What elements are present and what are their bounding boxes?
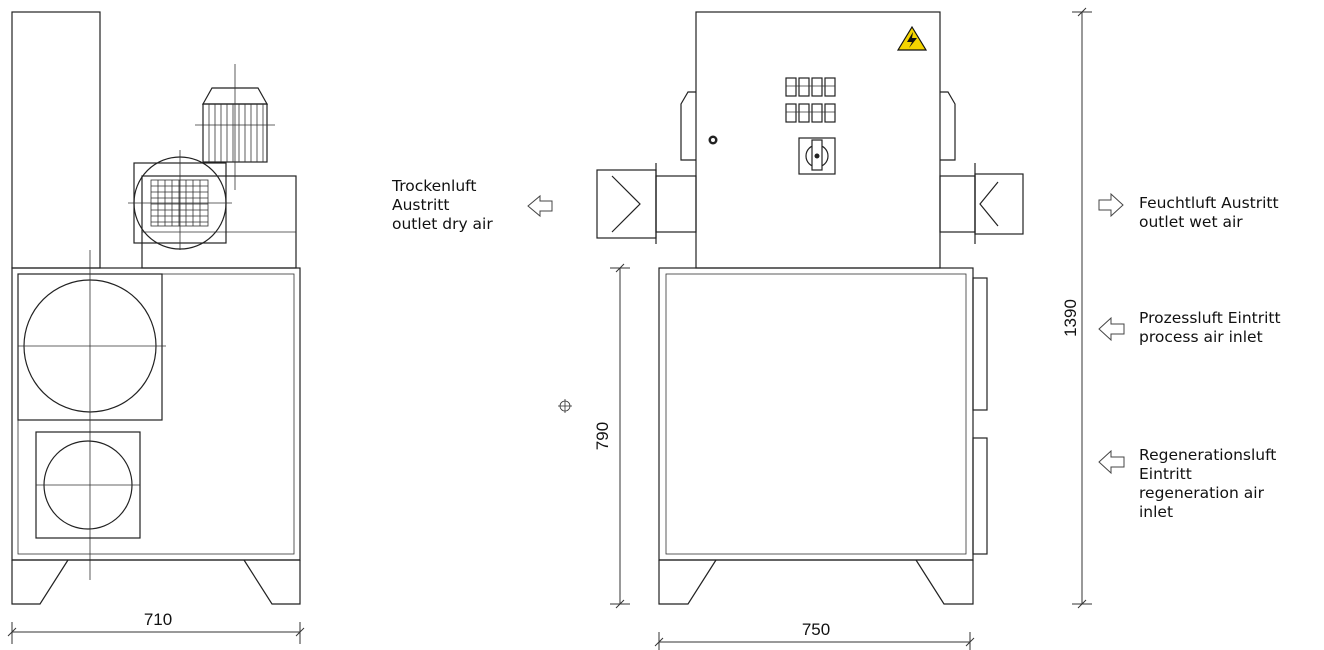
indicator-lights bbox=[785, 77, 836, 123]
regen-air-arrow-icon bbox=[1098, 449, 1125, 475]
side-width-dimension: 710 bbox=[7, 610, 305, 644]
process-air-arrow-icon bbox=[1098, 316, 1125, 342]
regen-air-label-de: Regenerationsluft Eintritt bbox=[1139, 446, 1277, 483]
regen-air-label-en: regeneration air inlet bbox=[1139, 484, 1264, 521]
wet-air-label: Feuchtluft Austritt outlet wet air bbox=[1139, 194, 1319, 232]
total-height-value: 1390 bbox=[1061, 299, 1080, 337]
front-width-dimension: 750 bbox=[654, 620, 975, 650]
dry-air-outlet bbox=[596, 163, 697, 244]
side-view: 710 bbox=[7, 11, 305, 644]
process-air-label: Prozessluft Eintritt process air inlet bbox=[1139, 309, 1319, 347]
dry-air-label-en: outlet dry air bbox=[392, 215, 493, 233]
door-lock-icon bbox=[708, 135, 718, 145]
total-height-dimension: 1390 bbox=[1061, 7, 1092, 609]
wet-air-label-de: Feuchtluft Austritt bbox=[1139, 194, 1279, 212]
process-air-label-de: Prozessluft Eintritt bbox=[1139, 309, 1281, 327]
motor bbox=[195, 64, 275, 190]
front-view: 750 790 1390 bbox=[558, 7, 1092, 650]
wet-air-arrow-icon bbox=[1098, 192, 1124, 218]
process-air-label-en: process air inlet bbox=[1139, 328, 1263, 346]
regen-air-label: Regenerationsluft Eintritt regeneration … bbox=[1139, 446, 1319, 522]
dry-air-arrow-icon bbox=[527, 194, 553, 218]
body-height-dimension: 790 bbox=[593, 263, 630, 609]
high-voltage-warning-icon bbox=[896, 25, 928, 51]
side-width-value: 710 bbox=[144, 610, 172, 629]
main-switch bbox=[798, 137, 836, 175]
body-height-value: 790 bbox=[593, 422, 612, 450]
dry-air-label-de: Trockenluft Austritt bbox=[392, 177, 477, 214]
front-width-value: 750 bbox=[802, 620, 830, 639]
wet-air-outlet bbox=[939, 163, 1024, 244]
wet-air-label-en: outlet wet air bbox=[1139, 213, 1243, 231]
dry-air-label: Trockenluft Austritt outlet dry air bbox=[392, 177, 517, 234]
